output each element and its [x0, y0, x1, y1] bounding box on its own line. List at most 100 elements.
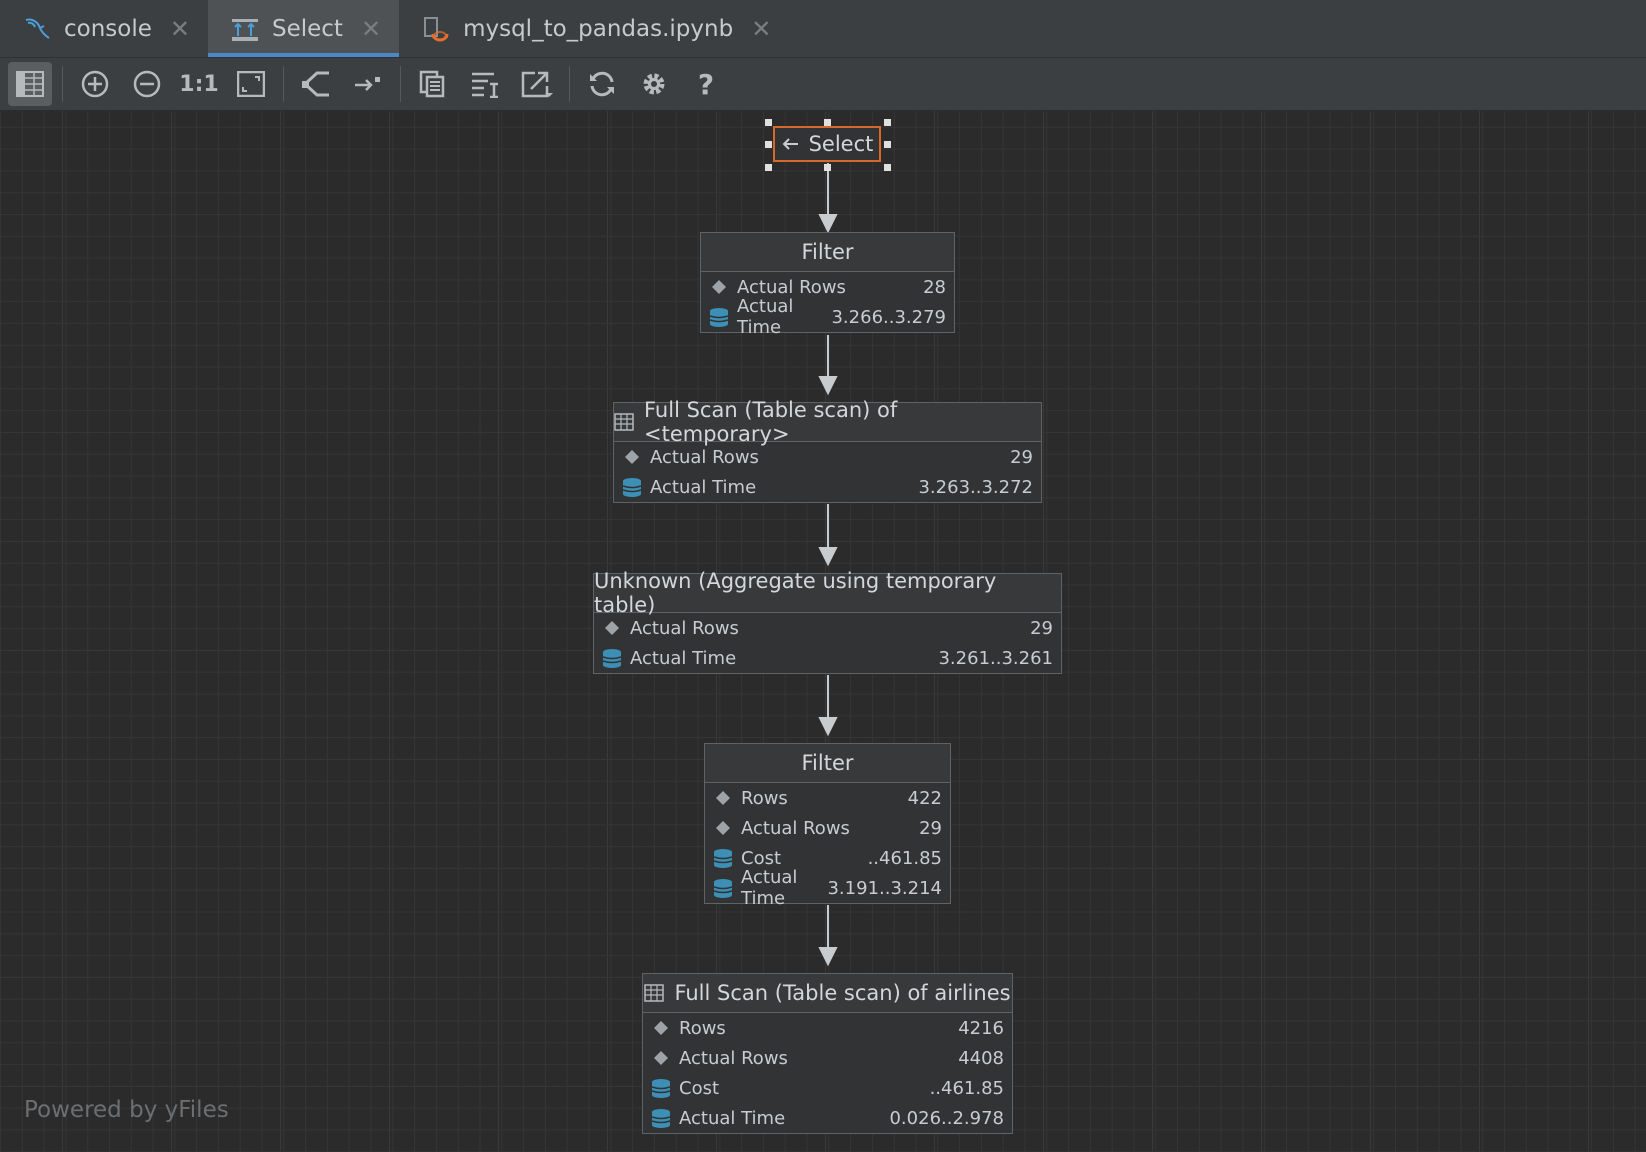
export-button[interactable] — [515, 62, 559, 106]
plan-node-fullscan-airlines[interactable]: Full Scan (Table scan) of airlines Rows … — [642, 973, 1013, 1134]
property-label: Actual Rows — [741, 817, 850, 839]
tab-notebook[interactable]: mysql_to_pandas.ipynb ✕ — [399, 0, 789, 57]
property-value: 422 — [907, 787, 942, 809]
node-title-bar: Full Scan (Table scan) of airlines — [643, 974, 1012, 1013]
actual-size-button[interactable]: 1:1 — [177, 62, 221, 106]
table-view-icon — [16, 71, 44, 97]
help-button[interactable]: ? — [684, 62, 728, 106]
arrow-head-icon — [818, 947, 838, 967]
close-icon[interactable]: ✕ — [169, 14, 190, 43]
tab-console[interactable]: console ✕ — [0, 0, 208, 57]
table-icon — [614, 412, 634, 432]
selection-handle[interactable] — [824, 164, 831, 171]
refresh-button[interactable] — [580, 62, 624, 106]
plan-edges — [818, 163, 838, 967]
plan-node-fullscan-temporary[interactable]: Full Scan (Table scan) of <temporary> Ac… — [613, 398, 1042, 503]
plan-node-aggregate[interactable]: Unknown (Aggregate using temporary table… — [593, 569, 1062, 674]
hierarchic-layout-button[interactable] — [294, 62, 338, 106]
selection-handle[interactable] — [824, 119, 831, 126]
export-icon — [521, 71, 553, 98]
property-value: 3.191..3.214 — [827, 877, 942, 899]
property-label: Actual Time — [679, 1107, 786, 1129]
help-icon: ? — [697, 67, 715, 101]
toggle-table-view-button[interactable] — [8, 62, 52, 106]
gear-icon — [643, 73, 665, 95]
tab-label: Select — [272, 15, 343, 42]
node-property-row: Actual Rows 28 — [701, 272, 954, 302]
node-title: Full Scan (Table scan) of <temporary> — [644, 398, 898, 446]
property-value: 3.261..3.261 — [938, 647, 1053, 669]
property-label: Cost — [679, 1077, 720, 1099]
node-property-row: Rows 422 — [705, 783, 950, 813]
arrow-left-icon — [782, 138, 798, 150]
toolbar-separator — [569, 66, 570, 102]
database-icon — [602, 648, 622, 668]
database-icon — [713, 878, 733, 898]
apply-layout-button[interactable] — [346, 62, 390, 106]
node-property-row: Actual Rows 29 — [594, 613, 1061, 643]
powered-by-watermark: Powered by yFiles — [24, 1097, 229, 1123]
selection-handle[interactable] — [884, 141, 891, 148]
zoom-out-button[interactable] — [125, 62, 169, 106]
copy-icon — [419, 70, 445, 98]
plan-node-filter[interactable]: Filter Rows 422 Actual Rows 29 Cost ..46… — [704, 743, 951, 909]
property-value: 29 — [919, 817, 942, 839]
plan-node-select[interactable]: Select — [773, 126, 881, 162]
node-property-row: Actual Rows 29 — [614, 442, 1041, 472]
tab-label: mysql_to_pandas.ipynb — [463, 15, 734, 42]
database-icon — [709, 307, 729, 327]
node-property-row: Actual Time 3.263..3.272 — [614, 472, 1041, 502]
show-properties-button[interactable] — [463, 62, 507, 106]
plan-node-filter[interactable]: Filter Actual Rows 28 Actual Time 3.266.… — [700, 232, 955, 338]
arrow-to-node-icon — [355, 77, 380, 91]
node-title: Filter — [801, 240, 854, 264]
query-plan-icon — [230, 14, 260, 44]
node-property-row: Actual Time 3.191..3.214 — [705, 867, 950, 909]
property-value: ..461.85 — [867, 847, 942, 869]
arrow-head-icon — [818, 547, 838, 567]
node-title-bar: Full Scan (Table scan) of <temporary> — [614, 398, 1041, 446]
settings-button[interactable] — [632, 62, 676, 106]
property-label: Actual Time — [650, 476, 757, 498]
diagram-toolbar: 1:1 ? — [0, 58, 1646, 111]
tab-label: console — [64, 15, 152, 42]
property-value: 4408 — [958, 1047, 1004, 1069]
node-property-row: Rows 4216 — [643, 1013, 1012, 1043]
zoom-in-icon — [81, 70, 109, 98]
mysql-dolphin-icon — [22, 14, 52, 44]
diagram-canvas[interactable]: Select Filter Actual Rows 28 Actual Time… — [0, 111, 1646, 1152]
selection-handle[interactable] — [884, 164, 891, 171]
fit-content-button[interactable] — [229, 62, 273, 106]
selection-handle[interactable] — [765, 119, 772, 126]
node-property-row: Actual Rows 29 — [705, 813, 950, 843]
node-title: Filter — [801, 751, 854, 775]
diamond-icon — [622, 447, 642, 467]
property-value: 0.026..2.978 — [889, 1107, 1004, 1129]
node-title: Full Scan (Table scan) of airlines — [674, 981, 1011, 1005]
close-icon[interactable]: ✕ — [751, 14, 772, 43]
actual-size-label: 1:1 — [179, 71, 219, 97]
text-properties-icon — [472, 72, 498, 98]
node-property-row: Actual Time 0.026..2.978 — [643, 1103, 1012, 1133]
property-label: Actual Rows — [679, 1047, 788, 1069]
selection-handle[interactable] — [884, 119, 891, 126]
zoom-in-button[interactable] — [73, 62, 117, 106]
fit-content-icon — [237, 71, 265, 97]
property-label: Actual Rows — [737, 276, 846, 298]
copy-button[interactable] — [411, 62, 455, 106]
selection-handle[interactable] — [765, 141, 772, 148]
selection-handle[interactable] — [765, 164, 772, 171]
close-icon[interactable]: ✕ — [360, 14, 382, 43]
node-title: Unknown (Aggregate using temporary table… — [594, 569, 997, 617]
property-label: Cost — [741, 847, 782, 869]
database-icon — [622, 477, 642, 497]
property-value: 4216 — [958, 1017, 1004, 1039]
node-property-row: Cost ..461.85 — [705, 843, 950, 873]
zoom-out-icon — [133, 70, 161, 98]
property-value: 29 — [1030, 617, 1053, 639]
node-property-row: Cost ..461.85 — [643, 1073, 1012, 1103]
diamond-icon — [651, 1018, 671, 1038]
arrow-head-icon — [818, 376, 838, 396]
tab-select[interactable]: Select ✕ — [208, 0, 400, 57]
property-value: 3.266..3.279 — [831, 306, 946, 328]
